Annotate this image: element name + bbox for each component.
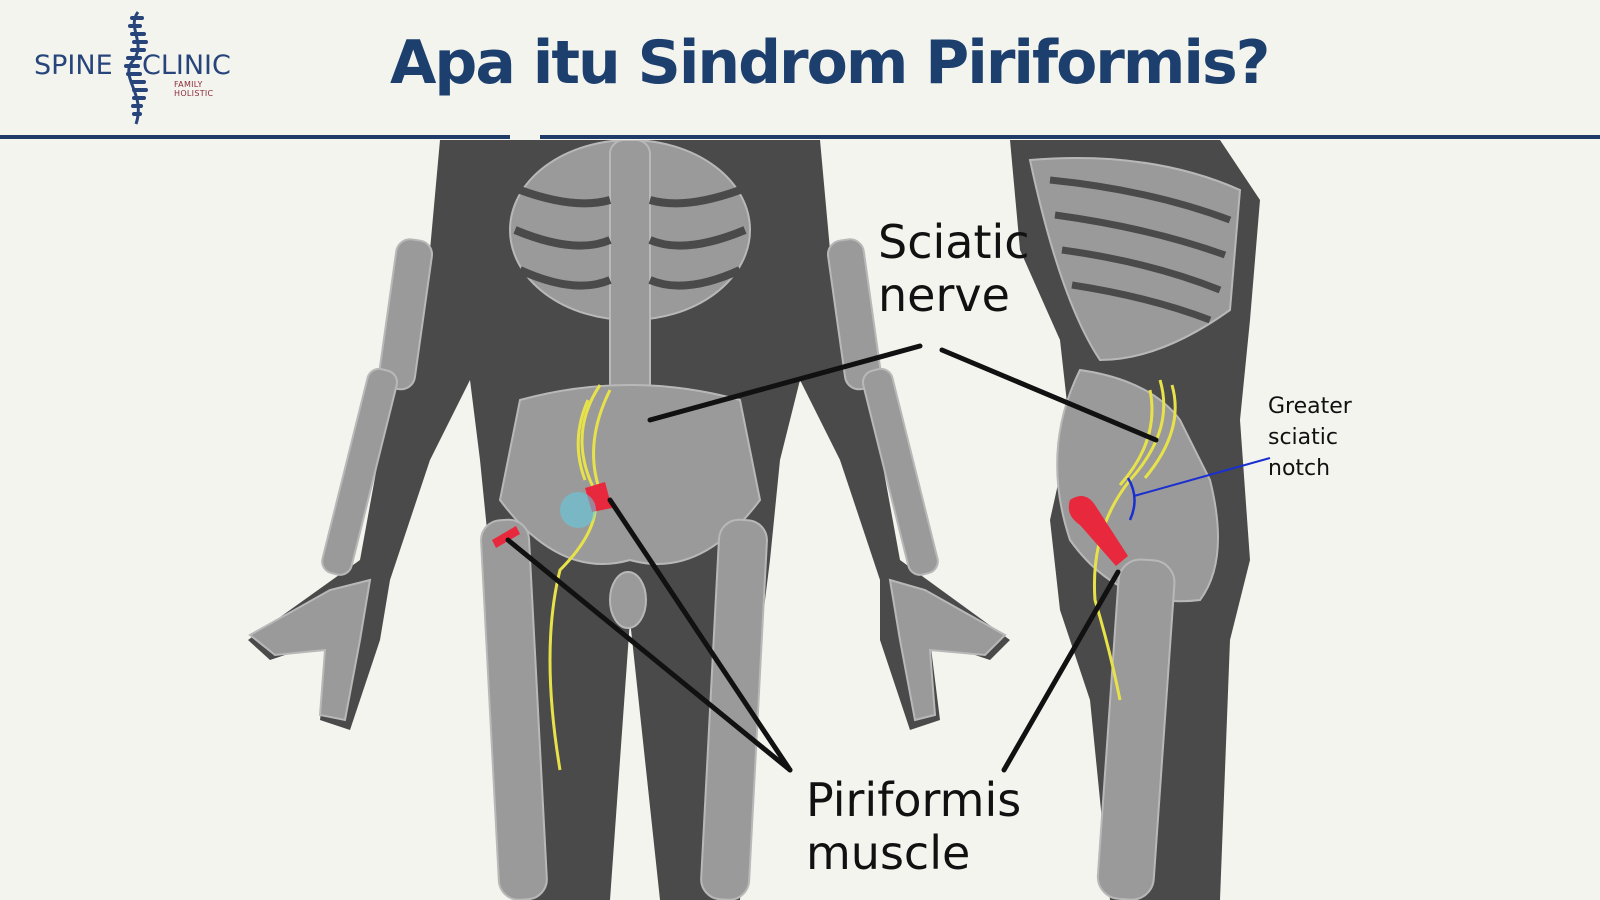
logo-brand-left: SPINE xyxy=(34,50,113,81)
spine-logo-icon xyxy=(124,11,148,125)
notch-leader-line xyxy=(1133,457,1271,497)
logo-tagline: FAMILY HOLISTIC xyxy=(174,80,214,98)
anatomy-illustration xyxy=(248,140,1271,900)
side-ribs xyxy=(1049,176,1232,324)
header-divider-right xyxy=(540,135,1600,139)
greater-sciatic-notch-label: Greater sciatic notch xyxy=(1268,392,1352,484)
header-divider-left xyxy=(0,135,510,139)
piriformis-label-line-2: muscle xyxy=(806,825,971,880)
notch-label-line-2: sciatic xyxy=(1268,424,1338,450)
logo-brand-right: CLINIC xyxy=(142,50,231,81)
notch-label-line-1: Greater xyxy=(1268,394,1352,419)
sciatic-nerve-front xyxy=(548,384,612,771)
page-title: Apa itu Sindrom Piriformis? xyxy=(390,28,1270,98)
label-leader-lines xyxy=(505,343,1159,773)
sciatic-nerve-label: Sciatic nerve xyxy=(878,216,1030,322)
inflammation-glow xyxy=(560,492,596,528)
sciatic-nerve-label-line-1: Sciatic xyxy=(878,215,1030,269)
spine-clinic-logo[interactable]: SPINE CLINIC FAMILY HOLISTIC xyxy=(30,8,231,128)
greater-sciatic-notch-marker xyxy=(1126,477,1136,521)
front-ribs xyxy=(513,186,747,290)
piriformis-muscle-label: Piriformis muscle xyxy=(806,774,1021,880)
sciatic-nerve-label-line-2: nerve xyxy=(878,267,1010,322)
piriformis-label-line-1: Piriformis xyxy=(806,773,1022,827)
header: SPINE CLINIC FAMILY HOLISTIC Apa itu Si xyxy=(0,0,1600,140)
notch-label-line-3: notch xyxy=(1268,455,1331,481)
